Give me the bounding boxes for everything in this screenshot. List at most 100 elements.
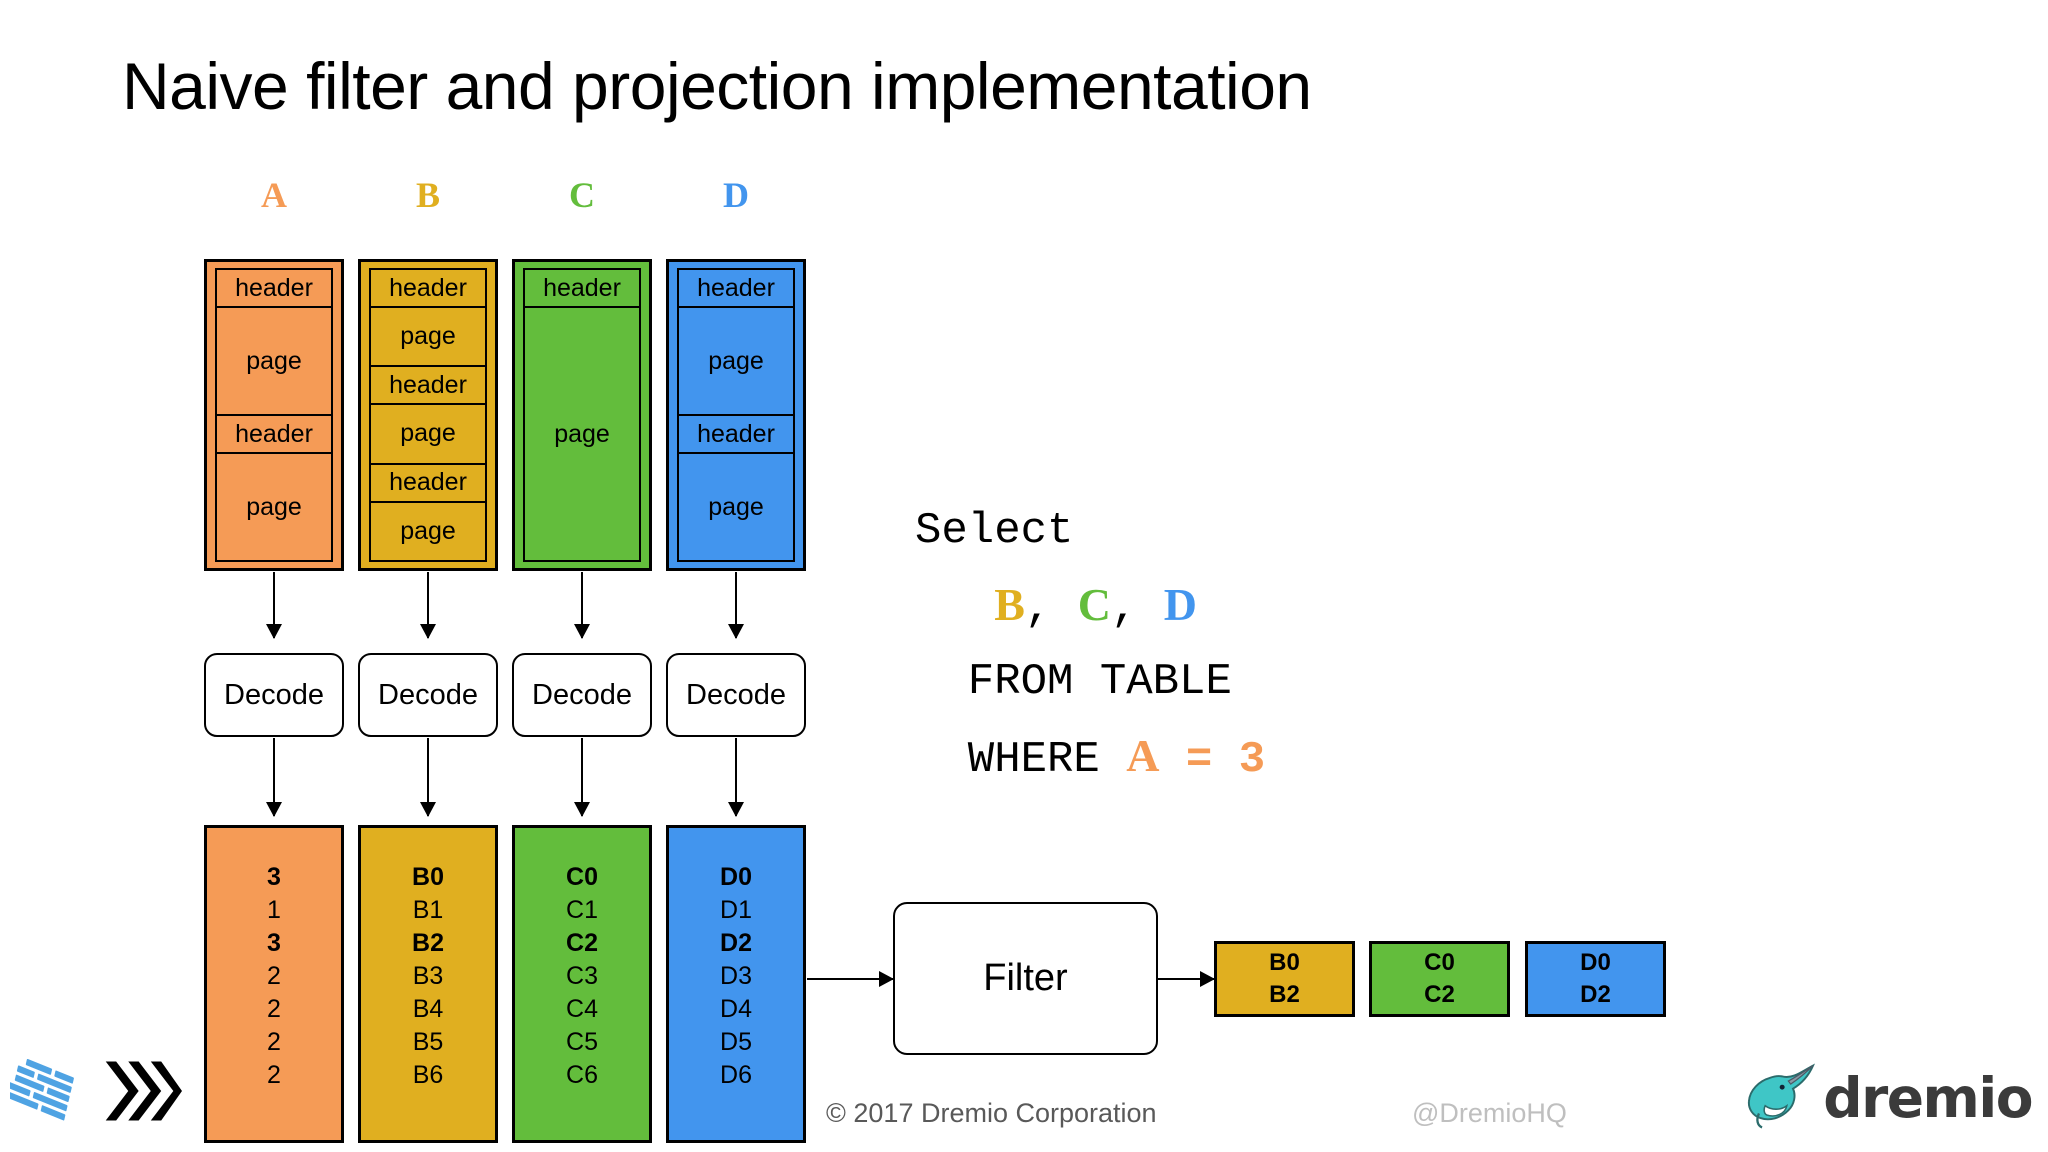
data-column-c: C0 C1 C2 C3 C4 C5 C6 bbox=[512, 825, 652, 1143]
arrow-data-to-filter bbox=[807, 971, 894, 987]
apache-arrow-chevrons-icon bbox=[104, 1056, 182, 1126]
sql-where-keyword: WHERE bbox=[915, 735, 1127, 785]
storage-cell-header: header bbox=[679, 416, 793, 454]
sql-column-a: A bbox=[1126, 730, 1160, 781]
sql-keyword-select: Select bbox=[915, 506, 1074, 556]
decode-label: Decode bbox=[378, 678, 478, 711]
storage-stack: header page header page bbox=[215, 268, 333, 562]
arrow-storage-to-decode-c bbox=[574, 572, 590, 639]
result-value: B0 bbox=[1269, 949, 1300, 976]
decode-box-d[interactable]: Decode bbox=[666, 653, 806, 737]
arrow-decode-to-data-d bbox=[728, 738, 744, 817]
decode-label: Decode bbox=[532, 678, 632, 711]
sql-column-c: C bbox=[1077, 579, 1111, 630]
data-value: D2 bbox=[720, 929, 752, 957]
data-value: C4 bbox=[566, 995, 598, 1023]
data-value: B2 bbox=[412, 929, 444, 957]
data-value: D1 bbox=[720, 896, 752, 924]
arrow-storage-to-decode-b bbox=[420, 572, 436, 639]
data-column-d: D0 D1 D2 D3 D4 D5 D6 bbox=[666, 825, 806, 1143]
storage-column-d: header page header page bbox=[666, 259, 806, 571]
data-value: 2 bbox=[267, 1028, 281, 1056]
data-value: D6 bbox=[720, 1061, 752, 1089]
data-value: C1 bbox=[566, 896, 598, 924]
arrow-storage-to-decode-d bbox=[728, 572, 744, 639]
sql-column-b: B bbox=[994, 579, 1025, 630]
storage-column-b: header page header page header page bbox=[358, 259, 498, 571]
data-column-a: 3 1 3 2 2 2 2 bbox=[204, 825, 344, 1143]
data-value: B6 bbox=[412, 1061, 444, 1089]
decode-box-a[interactable]: Decode bbox=[204, 653, 344, 737]
storage-stack: header page bbox=[523, 268, 641, 562]
data-value: 2 bbox=[267, 995, 281, 1023]
storage-cell-page: page bbox=[679, 308, 793, 416]
decode-box-b[interactable]: Decode bbox=[358, 653, 498, 737]
data-value: C2 bbox=[566, 929, 598, 957]
storage-cell-page: page bbox=[400, 516, 456, 545]
copyright-text: © 2017 Dremio Corporation bbox=[826, 1098, 1157, 1128]
decode-box-c[interactable]: Decode bbox=[512, 653, 652, 737]
column-letter-d: D bbox=[723, 175, 749, 215]
column-letter-c: C bbox=[569, 175, 595, 215]
result-box-d: D0 D2 bbox=[1525, 941, 1666, 1017]
arrow-decode-to-data-c bbox=[574, 738, 590, 817]
storage-cell-page: page bbox=[371, 308, 485, 368]
storage-cell-page: page bbox=[708, 492, 764, 521]
result-value: C2 bbox=[1424, 981, 1455, 1008]
dremio-logo: dremio bbox=[1742, 1052, 2033, 1144]
data-value: 3 bbox=[267, 863, 281, 891]
data-value: D3 bbox=[720, 962, 752, 990]
storage-cell-header: header bbox=[371, 367, 485, 406]
data-value: B0 bbox=[412, 863, 444, 891]
data-value: C6 bbox=[566, 1061, 598, 1089]
dremio-wordmark: dremio bbox=[1823, 1066, 2033, 1130]
data-value: 3 bbox=[267, 929, 281, 957]
storage-column-c: header page bbox=[512, 259, 652, 571]
storage-stack: header page header page bbox=[677, 268, 795, 562]
data-value: B5 bbox=[412, 1028, 444, 1056]
storage-cell-header: header bbox=[371, 465, 485, 503]
storage-cell-page: page bbox=[554, 419, 610, 448]
sql-query: Select B, C, D FROM TABLE WHERE A = 3 bbox=[915, 495, 1265, 797]
dremio-narwhal-icon bbox=[1747, 1063, 1815, 1129]
decode-label: Decode bbox=[686, 678, 786, 711]
sql-operator: = bbox=[1159, 735, 1239, 785]
data-value: D4 bbox=[720, 995, 752, 1023]
sql-literal-value: 3 bbox=[1238, 735, 1266, 785]
social-handle-text: @DremioHQ bbox=[1412, 1098, 1567, 1128]
filter-box[interactable]: Filter bbox=[893, 902, 1158, 1055]
parquet-logo-icon bbox=[5, 1048, 100, 1132]
sql-from-clause: FROM TABLE bbox=[915, 657, 1232, 707]
arrow-filter-to-results bbox=[1158, 971, 1215, 987]
filter-label: Filter bbox=[983, 957, 1068, 999]
sql-indent bbox=[915, 584, 994, 634]
storage-cell-page: page bbox=[217, 308, 331, 416]
result-value: B2 bbox=[1269, 981, 1300, 1008]
storage-cell-page: page bbox=[371, 405, 485, 465]
result-box-b: B0 B2 bbox=[1214, 941, 1355, 1017]
storage-cell-header: header bbox=[525, 270, 639, 308]
data-value: 2 bbox=[267, 1061, 281, 1089]
data-value: 2 bbox=[267, 962, 281, 990]
data-column-b: B0 B1 B2 B3 B4 B5 B6 bbox=[358, 825, 498, 1143]
data-value: B3 bbox=[412, 962, 444, 990]
result-value: C0 bbox=[1424, 949, 1455, 976]
storage-cell-header: header bbox=[679, 270, 793, 308]
arrow-storage-to-decode-a bbox=[266, 572, 282, 639]
data-value: C0 bbox=[566, 863, 598, 891]
data-value: D0 bbox=[720, 863, 752, 891]
storage-cell-page: page bbox=[246, 492, 302, 521]
data-value: C5 bbox=[566, 1028, 598, 1056]
result-value: D2 bbox=[1580, 981, 1611, 1008]
page-title: Naive filter and projection implementati… bbox=[122, 49, 1312, 123]
arrow-decode-to-data-b bbox=[420, 738, 436, 817]
data-value: C3 bbox=[566, 962, 598, 990]
arrow-decode-to-data-a bbox=[266, 738, 282, 817]
result-box-c: C0 C2 bbox=[1369, 941, 1510, 1017]
result-value: D0 bbox=[1580, 949, 1611, 976]
column-letter-a: A bbox=[261, 175, 287, 215]
storage-cell-header: header bbox=[217, 416, 331, 454]
sql-separator: , bbox=[1024, 584, 1078, 634]
data-value: 1 bbox=[267, 896, 281, 924]
data-value: B1 bbox=[412, 896, 444, 924]
